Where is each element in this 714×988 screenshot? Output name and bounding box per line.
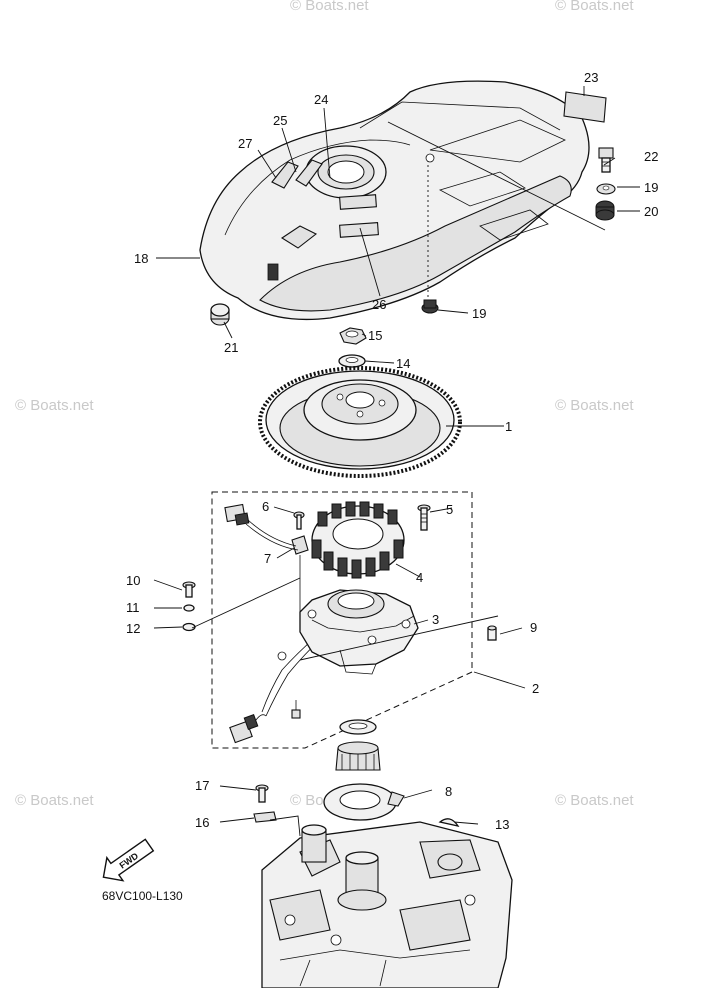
callout-15: 15 bbox=[368, 328, 382, 343]
callout-20: 20 bbox=[644, 204, 658, 219]
callout-17: 17 bbox=[195, 778, 209, 793]
watermark-text: © Boats.net bbox=[555, 792, 634, 809]
clip-screw bbox=[253, 784, 277, 823]
callout-10: 10 bbox=[126, 573, 140, 588]
callout-24: 24 bbox=[314, 92, 328, 107]
watermark-text: © Boats.net bbox=[15, 792, 94, 809]
callout-11: 11 bbox=[126, 600, 140, 615]
watermark-text: © Boats.net bbox=[555, 397, 634, 414]
callout-5: 5 bbox=[446, 502, 453, 517]
flywheel-cover bbox=[199, 80, 590, 321]
pulser-plate bbox=[323, 783, 405, 821]
stator-assembly-box bbox=[211, 491, 473, 749]
flywheel-nut bbox=[338, 327, 367, 368]
wire-harness bbox=[224, 503, 333, 744]
callout-13: 13 bbox=[495, 817, 509, 832]
callout-16: 16 bbox=[195, 815, 209, 830]
watermark-text: © Boats.net bbox=[290, 0, 369, 14]
decal bbox=[563, 91, 607, 123]
callout-6: 6 bbox=[262, 499, 269, 514]
callout-8: 8 bbox=[445, 784, 452, 799]
leader-lines bbox=[153, 86, 640, 837]
callout-3: 3 bbox=[432, 612, 439, 627]
watermark-text: © Boats.net bbox=[555, 0, 634, 14]
watermark-text: © Boats.net bbox=[15, 397, 94, 414]
callout-1: 1 bbox=[505, 419, 512, 434]
collar bbox=[421, 299, 439, 314]
callout-7: 7 bbox=[264, 551, 271, 566]
callout-9: 9 bbox=[530, 620, 537, 635]
callout-14: 14 bbox=[396, 356, 410, 371]
cover-fasteners bbox=[595, 147, 616, 221]
flywheel-rotor bbox=[258, 366, 462, 478]
callout-2: 2 bbox=[532, 681, 539, 696]
callout-19: 19 bbox=[644, 180, 658, 195]
stator-base bbox=[299, 589, 419, 675]
diagram-code: 68VC100-L130 bbox=[102, 889, 183, 903]
power-head bbox=[261, 821, 513, 988]
dowel-pin bbox=[487, 625, 497, 641]
callout-22: 22 bbox=[644, 149, 658, 164]
callout-18: 18 bbox=[134, 251, 148, 266]
base-bolt-set bbox=[182, 581, 196, 632]
callout-19: 19 bbox=[472, 306, 486, 321]
stator-screw bbox=[417, 504, 431, 531]
woodruff-key bbox=[438, 818, 460, 827]
callout-labels: 1 2 3 4 5 6 7 8 9 10 11 12 13 14 15 16 1… bbox=[126, 70, 658, 832]
wire-clamp-screw bbox=[291, 511, 309, 555]
starter-gear bbox=[335, 719, 381, 771]
grommet bbox=[210, 303, 230, 326]
callout-26: 26 bbox=[372, 297, 386, 312]
callout-21: 21 bbox=[224, 340, 238, 355]
callout-25: 25 bbox=[273, 113, 287, 128]
stator-coil bbox=[311, 501, 405, 579]
callout-12: 12 bbox=[126, 621, 140, 636]
callout-27: 27 bbox=[238, 136, 252, 151]
callout-4: 4 bbox=[416, 570, 423, 585]
fwd-arrow-icon: FWD bbox=[102, 838, 155, 882]
callout-23: 23 bbox=[584, 70, 598, 85]
